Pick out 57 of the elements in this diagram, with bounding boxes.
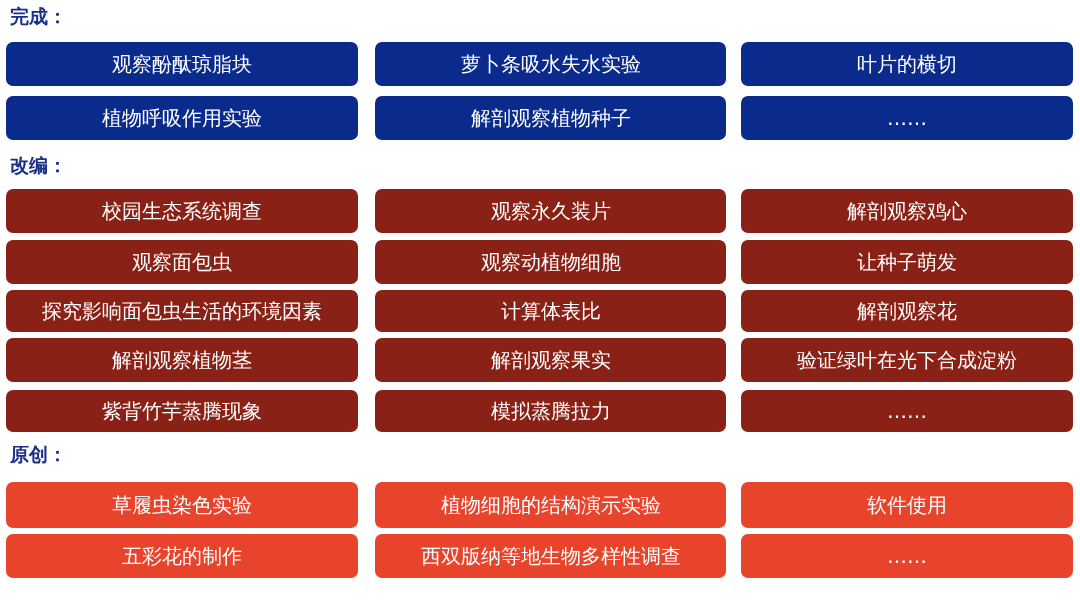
section-heading: 改编： [10, 156, 67, 175]
experiment-label: 探究影响面包虫生活的环境因素 [42, 300, 322, 322]
experiment-label: 验证绿叶在光下合成淀粉 [797, 349, 1017, 371]
experiment-box [375, 96, 726, 140]
experiment-label: …… [887, 545, 927, 567]
section-heading: 原创： [10, 445, 67, 464]
section-heading: 完成： [10, 7, 67, 26]
experiment-label: 软件使用 [867, 494, 947, 516]
experiment-box [6, 534, 358, 578]
experiment-label: 紫背竹芋蒸腾现象 [102, 400, 262, 422]
experiment-label: 观察永久装片 [490, 200, 611, 222]
experiment-label: 植物呼吸作用实验 [102, 107, 262, 129]
experiment-box [6, 240, 358, 284]
experiment-label: 解剖观察果实 [490, 349, 611, 371]
experiment-label: 解剖观察花 [857, 300, 957, 322]
experiment-box [6, 290, 358, 332]
experiment-box [375, 338, 726, 382]
experiment-label: …… [887, 400, 927, 422]
experiment-label: 观察酚酞琼脂块 [112, 53, 252, 75]
experiment-box [741, 338, 1073, 382]
experiment-label: 计算体表比 [500, 300, 601, 322]
experiment-box [375, 240, 726, 284]
experiment-box [375, 189, 726, 233]
experiment-box [741, 534, 1073, 578]
experiment-box [6, 96, 358, 140]
experiment-label: 五彩花的制作 [122, 545, 242, 567]
experiment-label: 观察动植物细胞 [480, 251, 621, 273]
experiment-box [6, 390, 358, 432]
experiment-label: 叶片的横切 [857, 53, 957, 75]
experiment-box [6, 42, 358, 86]
experiment-box [741, 189, 1073, 233]
experiment-label: …… [887, 107, 927, 129]
experiment-label: 让种子萌发 [857, 251, 957, 273]
experiment-box [6, 482, 358, 528]
experiment-box [375, 42, 726, 86]
experiment-label: 西双版纳等地生物多样性调查 [420, 545, 681, 567]
experiment-box [375, 482, 726, 528]
experiment-label: 解剖观察植物茎 [112, 349, 252, 371]
experiment-box [6, 338, 358, 382]
experiment-label: 解剖观察鸡心 [847, 200, 967, 222]
experiment-box [741, 390, 1073, 432]
experiment-label: 模拟蒸腾拉力 [490, 400, 611, 422]
experiment-box [741, 482, 1073, 528]
experiment-box [741, 42, 1073, 86]
experiment-label: 解剖观察植物种子 [470, 107, 631, 129]
experiment-label: 植物细胞的结构演示实验 [440, 494, 661, 516]
experiment-box [741, 240, 1073, 284]
experiment-label: 萝卜条吸水失水实验 [460, 53, 641, 75]
experiment-box [375, 290, 726, 332]
experiment-label: 观察面包虫 [132, 251, 232, 273]
experiment-box [375, 534, 726, 578]
experiment-label: 校园生态系统调查 [102, 200, 262, 222]
experiment-label: 草履虫染色实验 [112, 494, 252, 516]
experiment-box [741, 290, 1073, 332]
experiment-box [6, 189, 358, 233]
experiment-box [741, 96, 1073, 140]
experiment-box [375, 390, 726, 432]
